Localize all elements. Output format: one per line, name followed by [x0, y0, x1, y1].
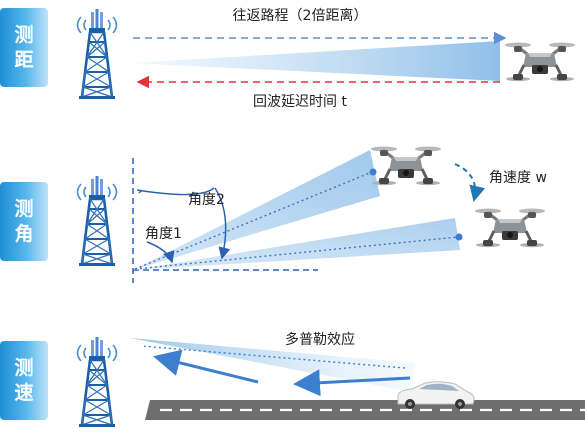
side-label-angle: 测角 [0, 182, 48, 261]
target-point-upper [369, 168, 377, 176]
car-velocity-arrow [293, 369, 411, 397]
target-point-lower [455, 233, 463, 241]
angle2-label: 角度2 [188, 192, 225, 208]
beam-upper [133, 150, 380, 270]
angle2-arc-tip [138, 189, 143, 194]
radar-tower-icon [76, 335, 118, 429]
radar-tower-icon [76, 7, 118, 101]
angle2-arc-arrow [214, 187, 231, 260]
echo-delay-caption: 回波延迟时间 t [253, 94, 347, 110]
reflected-signal-arrow [153, 349, 259, 384]
drone-icon [369, 145, 443, 187]
angular-speed-label: 角速度 w [489, 170, 547, 186]
side-label-speed: 测速 [0, 341, 48, 420]
angle1-arc-arrow [146, 241, 175, 264]
angle2-arc-top [136, 187, 215, 196]
drone-icon [473, 207, 547, 249]
doppler-beam [130, 338, 415, 392]
drone-icon [503, 41, 577, 83]
car-icon [397, 381, 475, 409]
doppler-label: 多普勒效应 [285, 331, 355, 348]
side-label-ranging: 测距 [0, 8, 48, 87]
radar-beam [130, 41, 500, 81]
beam-lower [133, 218, 460, 270]
radar-tower-icon [76, 174, 118, 268]
angle1-label: 角度1 [145, 226, 182, 242]
doppler-line-of-sight [141, 345, 406, 369]
angular-motion-arrow [454, 163, 486, 202]
round-trip-caption: 往返路程（2倍距离） [233, 7, 368, 24]
line-of-sight-lower [134, 236, 459, 270]
